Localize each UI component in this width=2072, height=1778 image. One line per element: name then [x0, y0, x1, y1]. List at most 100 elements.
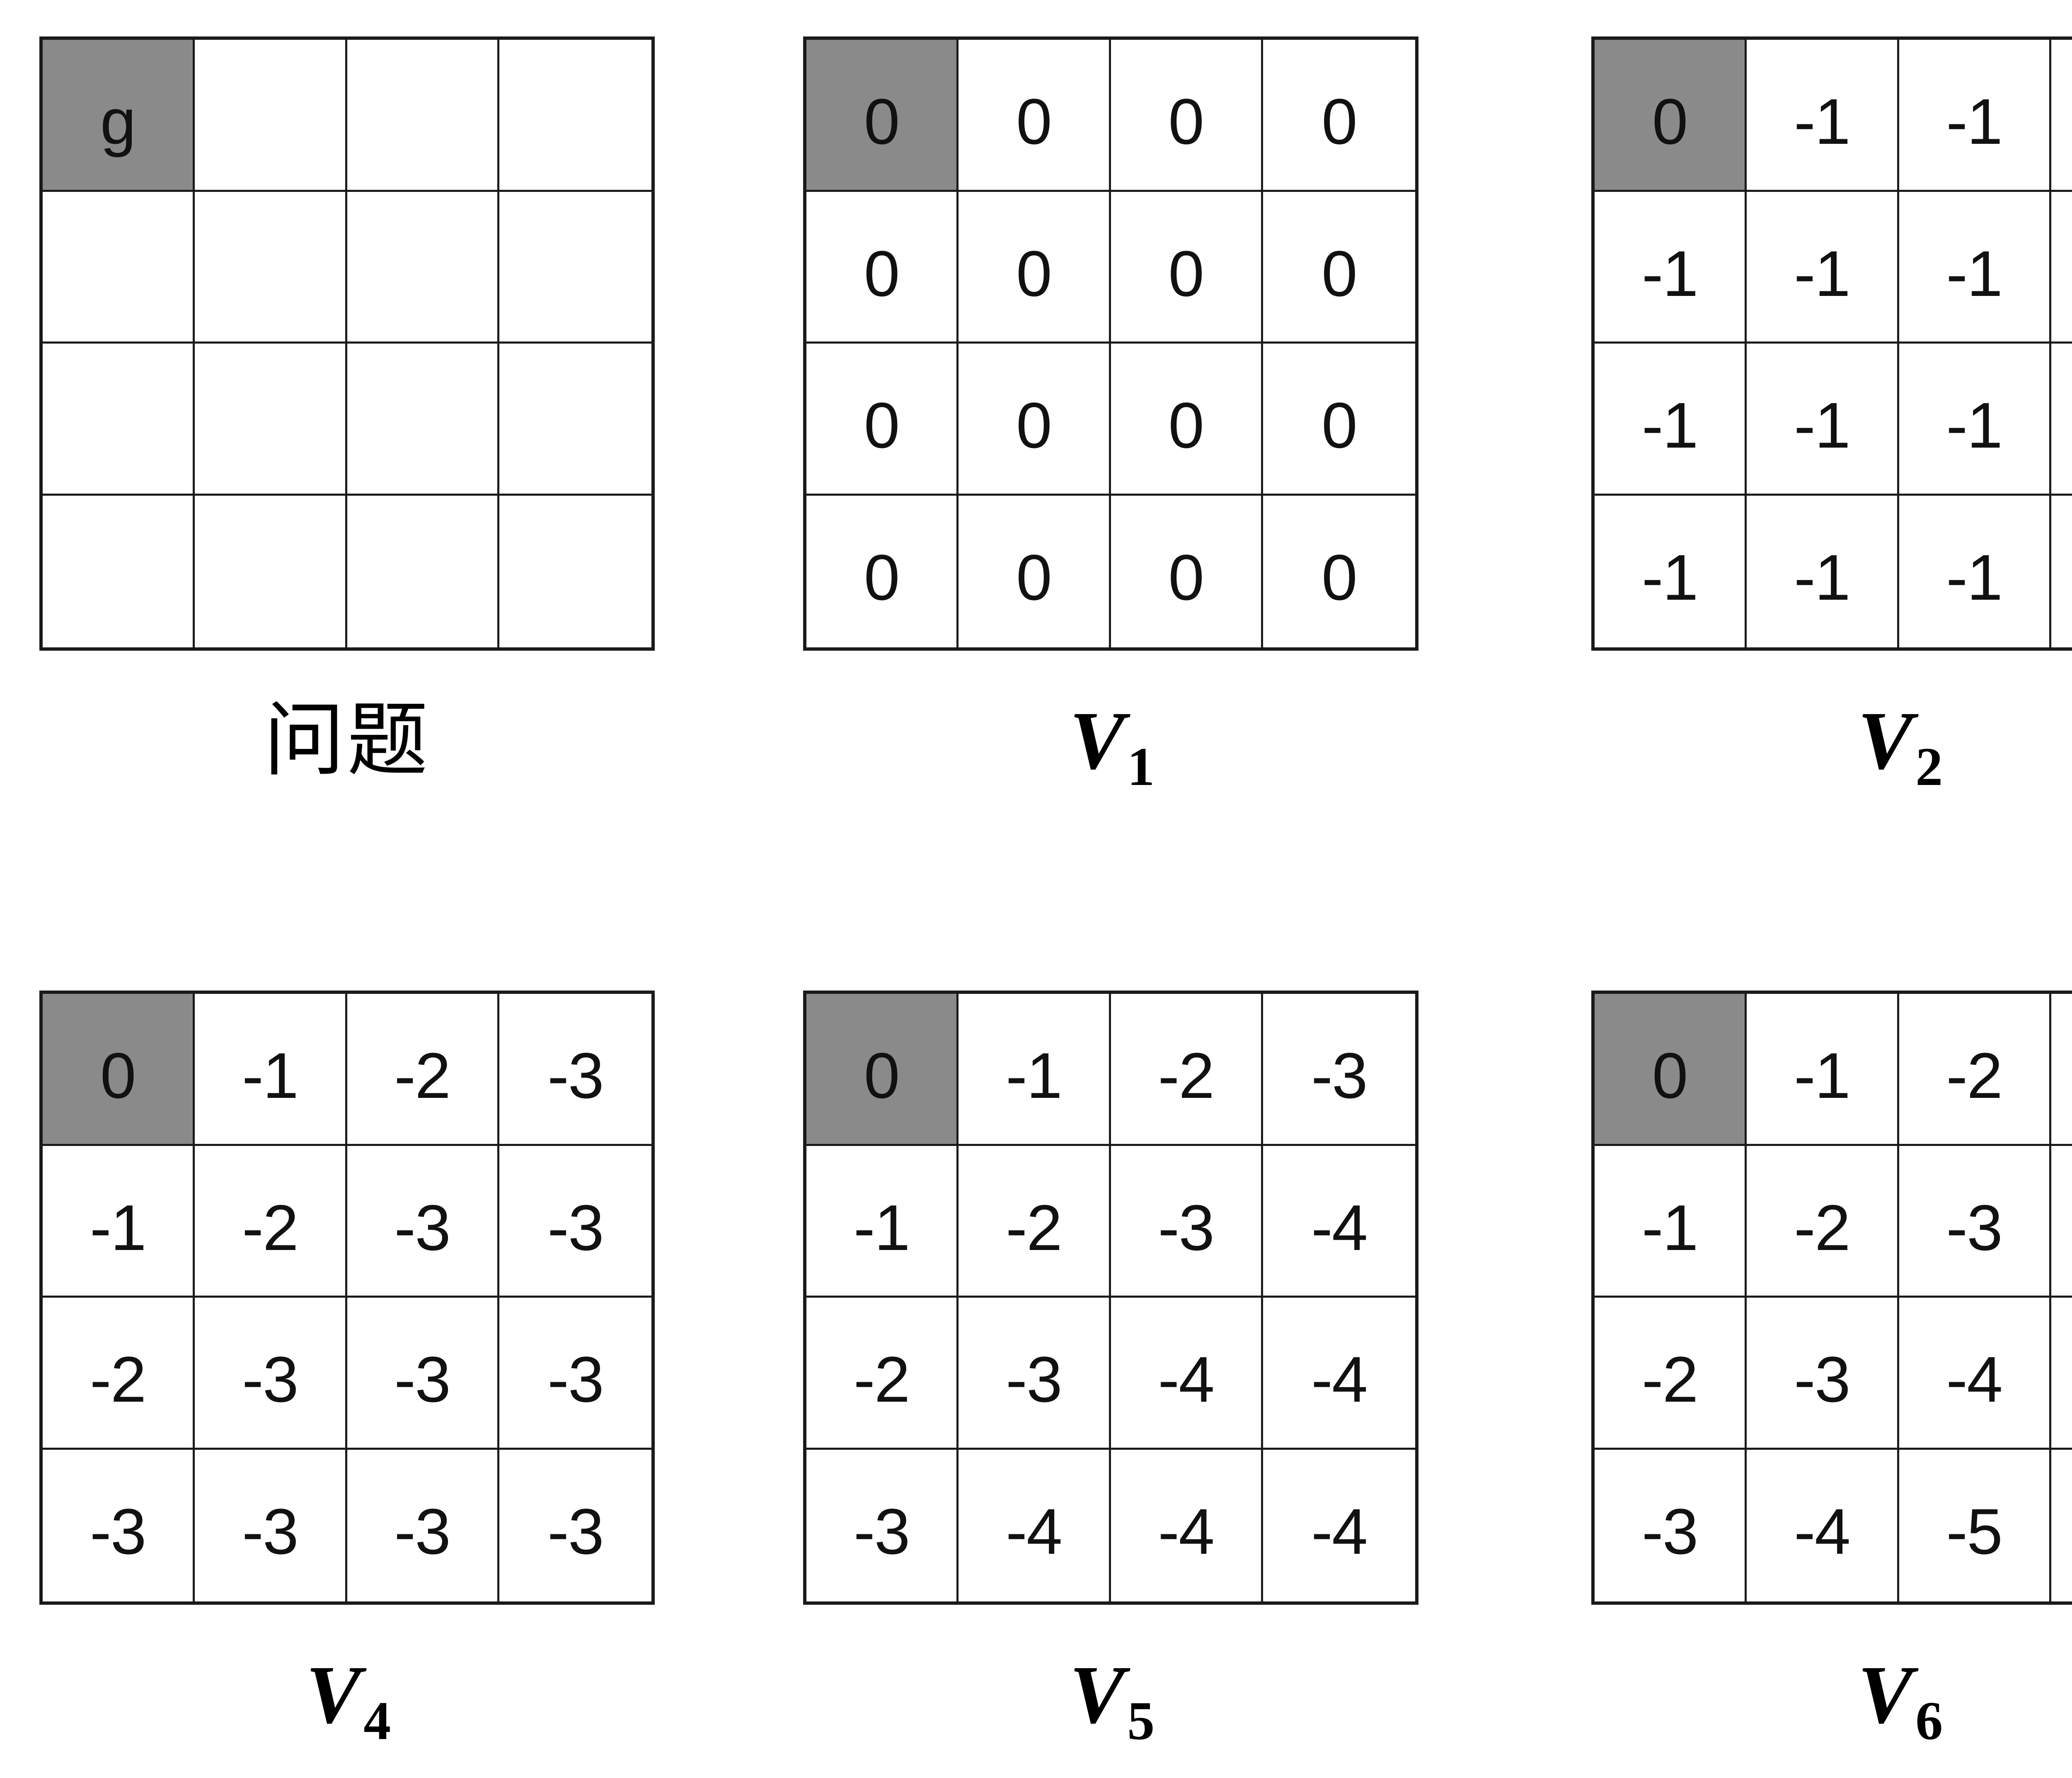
grid-cell-value: -3	[1311, 1040, 1368, 1112]
grid-cell: -2	[195, 1146, 347, 1298]
grid-cell: -4	[1263, 1449, 1415, 1601]
grid-cell	[347, 344, 499, 496]
grid-cell-value: 0	[864, 390, 900, 462]
grid-cell-value: -4	[1311, 1344, 1368, 1416]
grid-cell: 0	[1263, 495, 1415, 647]
grid-cell: 0	[959, 344, 1111, 496]
grid-cell-value: -1	[90, 1192, 147, 1264]
grid-cell-value: -1	[1794, 390, 1851, 462]
grid-cell: 0	[1111, 495, 1263, 647]
grid-cell-value: 0	[1016, 390, 1052, 462]
panel-caption-v5: V5	[803, 1654, 1418, 1778]
grid-cell: 0	[1111, 40, 1263, 192]
value-grid-v4: 0-1-2-3-1-2-3-3-2-3-3-3-3-3-3-3	[39, 991, 655, 1605]
grid-cell-value: 0	[1652, 86, 1688, 158]
grid-cell-value: -1	[1641, 237, 1699, 310]
grid-cell: -1	[195, 994, 347, 1146]
grid-cell: -4	[1747, 1449, 1899, 1601]
grid-cell-value: -1	[1794, 86, 1851, 158]
grid-cell-value: 0	[1321, 390, 1358, 462]
grid-cell-value: -3	[1158, 1192, 1215, 1264]
grid-cell-value: -3	[90, 1495, 147, 1568]
value-grid-v6: 0-1-2-3-1-2-3-4-2-3-4-5-3-4-5-5	[1591, 991, 2072, 1605]
grid-cell-value: -2	[1006, 1192, 1063, 1264]
grid-cell-value: -2	[853, 1344, 910, 1416]
grid-cell-value: 0	[1321, 86, 1358, 158]
grid-cell: 0	[1111, 344, 1263, 496]
grid-cell-value: 0	[1168, 390, 1204, 462]
grid-cell-value: 0	[1168, 86, 1204, 158]
grid-cell: 0	[806, 495, 959, 647]
grid-cell-value: -1	[1794, 1040, 1851, 1112]
grid-cell	[499, 40, 651, 192]
grid-cell: -1	[1747, 994, 1899, 1146]
value-grid-problem: g	[39, 36, 655, 651]
grid-cell-value: -2	[1641, 1344, 1699, 1416]
grid-cell-value: -1	[1946, 390, 2003, 462]
panel-caption-text: V1	[1070, 700, 1155, 794]
grid-cell-value: -4	[1946, 1344, 2003, 1416]
grid-cell: -1	[2051, 495, 2072, 647]
grid-cell	[347, 191, 499, 344]
panel-caption-symbol: V	[1857, 695, 1913, 787]
value-grid-panel-problem: g 问题	[39, 36, 655, 824]
grid-cell: -1	[2051, 344, 2072, 496]
grid-cell-value: -2	[1794, 1192, 1851, 1264]
grid-cell-value: -3	[853, 1495, 910, 1568]
grid-cell-value: 0	[1168, 541, 1204, 614]
grid-cell: -1	[2051, 191, 2072, 344]
grid-cell: -3	[347, 1146, 499, 1298]
grid-cell-value: -3	[242, 1495, 299, 1568]
grid-cell: -3	[1111, 1146, 1263, 1298]
grid-cell-value: 0	[1321, 541, 1358, 614]
grid-cell-value: -4	[1311, 1192, 1368, 1264]
value-grid-v5: 0-1-2-3-1-2-3-4-2-3-4-4-3-4-4-4	[803, 991, 1418, 1605]
panel-caption-v2: V2	[1591, 700, 2072, 824]
value-grid-panel-v2: 0-1-1-1-1-1-1-1-1-1-1-1-1-1-1-1V2	[1591, 36, 2072, 824]
grid-cell-value: -3	[547, 1040, 604, 1112]
panel-caption-text: 问题	[264, 693, 431, 787]
panel-caption-symbol: V	[305, 1649, 361, 1741]
grid-cell: -1	[1747, 495, 1899, 647]
grid-cell-value: -2	[242, 1192, 299, 1264]
grid-cell: -4	[1263, 1146, 1415, 1298]
grid-cell-value: -3	[1006, 1344, 1063, 1416]
grid-cell	[347, 495, 499, 647]
grid-cell: -3	[499, 1298, 651, 1450]
grid-cell: -5	[2051, 1298, 2072, 1450]
grid-cell	[499, 495, 651, 647]
grid-cell-value: -5	[1946, 1495, 2003, 1568]
grid-cell: -2	[959, 1146, 1111, 1298]
grid-cell	[195, 40, 347, 192]
grid-cell: -2	[806, 1298, 959, 1450]
grid-cell: -1	[2051, 40, 2072, 192]
grid-cell-value: 0	[100, 1040, 136, 1112]
grid-cell: -2	[1595, 1298, 1747, 1450]
panel-caption-v1: V1	[803, 700, 1418, 824]
grid-cell	[347, 40, 499, 192]
grid-cell: 0	[959, 191, 1111, 344]
grid-cell-value: 0	[1016, 541, 1052, 614]
grid-cell: 0	[1263, 191, 1415, 344]
grid-cell-value: -1	[1641, 390, 1699, 462]
grid-cell-value: 0	[864, 86, 900, 158]
grid-cell: -1	[1899, 495, 2051, 647]
grid-cell-value: -1	[1946, 541, 2003, 614]
grid-cell: 0	[1263, 344, 1415, 496]
grid-cell: -3	[195, 1298, 347, 1450]
grid-cell-value: -3	[394, 1344, 451, 1416]
panel-caption-text: V4	[306, 1654, 391, 1748]
grid-cell-value: -3	[242, 1344, 299, 1416]
grid-cell-value: 0	[1016, 86, 1052, 158]
grid-cell-value: -1	[1794, 237, 1851, 310]
grid-cell: -4	[1111, 1449, 1263, 1601]
grid-cell: -3	[806, 1449, 959, 1601]
grid-cell: -5	[2051, 1449, 2072, 1601]
grid-cell	[499, 191, 651, 344]
grid-cell	[195, 495, 347, 647]
grid-cell: -1	[1899, 40, 2051, 192]
grid-cell: -3	[499, 1449, 651, 1601]
